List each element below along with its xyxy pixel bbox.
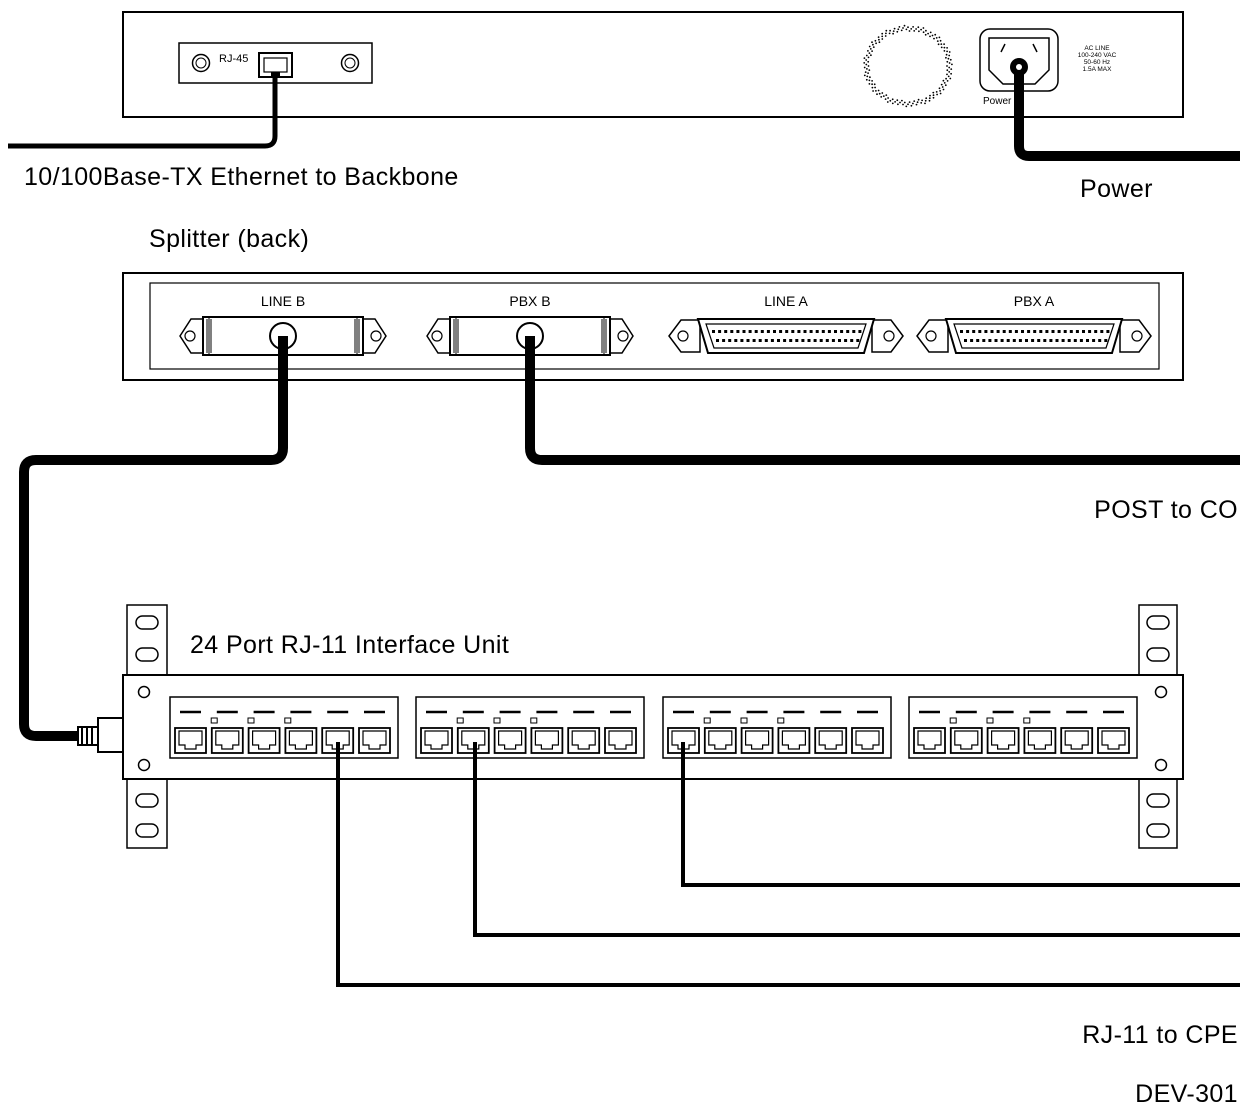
svg-text:1.5A MAX: 1.5A MAX xyxy=(1083,66,1113,73)
screw-left-icon xyxy=(191,53,211,73)
screw-right-icon xyxy=(340,53,360,73)
rj11-port-icon[interactable] xyxy=(851,727,884,754)
rj11-port-icon[interactable] xyxy=(284,727,318,754)
rj11-port-groups xyxy=(169,696,1138,759)
switch-rear-panel: RJ-45 Power AC LINE 100-240 VAC 50-60 Hz… xyxy=(122,11,1184,118)
rj11-port-icon[interactable] xyxy=(174,727,207,754)
line-b-label: LINE B xyxy=(261,293,305,309)
rj11-port-icon[interactable] xyxy=(358,727,391,754)
rj11-port-icon[interactable] xyxy=(814,727,848,754)
rj11-cable-2 xyxy=(473,742,1240,937)
svg-text:100-240 VAC: 100-240 VAC xyxy=(1078,52,1117,59)
pbx-a-connector xyxy=(916,318,1152,354)
line-a-label: LINE A xyxy=(764,293,808,309)
rj11-port-icon[interactable] xyxy=(1097,727,1130,754)
rj11-port-icon[interactable] xyxy=(740,727,774,754)
rj11-cable-3 xyxy=(336,742,1240,987)
line-b-cable xyxy=(19,336,288,741)
rj45-jack-icon xyxy=(258,52,293,78)
rj11-port-group xyxy=(908,696,1138,759)
rj11-port-icon[interactable] xyxy=(210,727,244,754)
rj11-port-icon[interactable] xyxy=(456,727,490,754)
rj11-port-icon[interactable] xyxy=(703,727,737,754)
figure-id: DEV-301 xyxy=(1135,1080,1238,1108)
rj45-port-label: RJ-45 xyxy=(219,53,248,65)
ac-rating-label: AC LINE 100-240 VAC 50-60 Hz 1.5A MAX xyxy=(1078,45,1117,73)
rj11-port-icon[interactable] xyxy=(530,727,564,754)
ethernet-backbone-caption: 10/100Base-TX Ethernet to Backbone xyxy=(24,163,459,191)
fan-vent-icon xyxy=(863,24,953,108)
mount-hole-icon xyxy=(1154,758,1168,772)
mount-hole-icon xyxy=(137,685,151,699)
power-cable xyxy=(1014,70,1240,161)
pbx-b-label: PBX B xyxy=(509,293,550,309)
rj11-port-group xyxy=(662,696,892,759)
rj11-port-icon[interactable] xyxy=(247,727,281,754)
svg-text:50-60 Hz: 50-60 Hz xyxy=(1084,59,1110,66)
rj11-port-group xyxy=(415,696,645,759)
ethernet-cable xyxy=(8,75,278,149)
line-b-connector xyxy=(179,316,387,356)
line-b-plug-icon xyxy=(77,717,124,753)
splitter-title: Splitter (back) xyxy=(149,225,310,253)
rj11-port-icon[interactable] xyxy=(567,727,601,754)
line-a-connector xyxy=(668,318,904,354)
rj11-port-icon[interactable] xyxy=(986,727,1020,754)
power-inlet-label: Power xyxy=(983,96,1012,107)
post-to-co-caption: POST to CO xyxy=(1094,496,1238,524)
pbx-a-label: PBX A xyxy=(1014,293,1055,309)
mount-hole-icon xyxy=(1154,685,1168,699)
mount-hole-icon xyxy=(137,758,151,772)
interface-unit-title: 24 Port RJ-11 Interface Unit xyxy=(190,631,510,659)
rj11-port-icon[interactable] xyxy=(493,727,527,754)
rj11-port-icon[interactable] xyxy=(913,727,946,754)
rj11-port-icon[interactable] xyxy=(949,727,983,754)
rj11-to-cpe-caption: RJ-11 to CPE xyxy=(1082,1021,1238,1049)
svg-text:AC LINE: AC LINE xyxy=(1084,45,1110,52)
rj11-port-icon[interactable] xyxy=(604,727,637,754)
rj11-port-icon[interactable] xyxy=(420,727,453,754)
rj11-port-group xyxy=(169,696,399,759)
pbx-b-cable xyxy=(525,336,1240,465)
rj11-port-icon[interactable] xyxy=(1023,727,1057,754)
rj11-port-icon[interactable] xyxy=(777,727,811,754)
rj11-cable-1 xyxy=(681,742,1240,887)
rj11-port-icon[interactable] xyxy=(1060,727,1094,754)
power-caption: Power xyxy=(1080,175,1153,203)
